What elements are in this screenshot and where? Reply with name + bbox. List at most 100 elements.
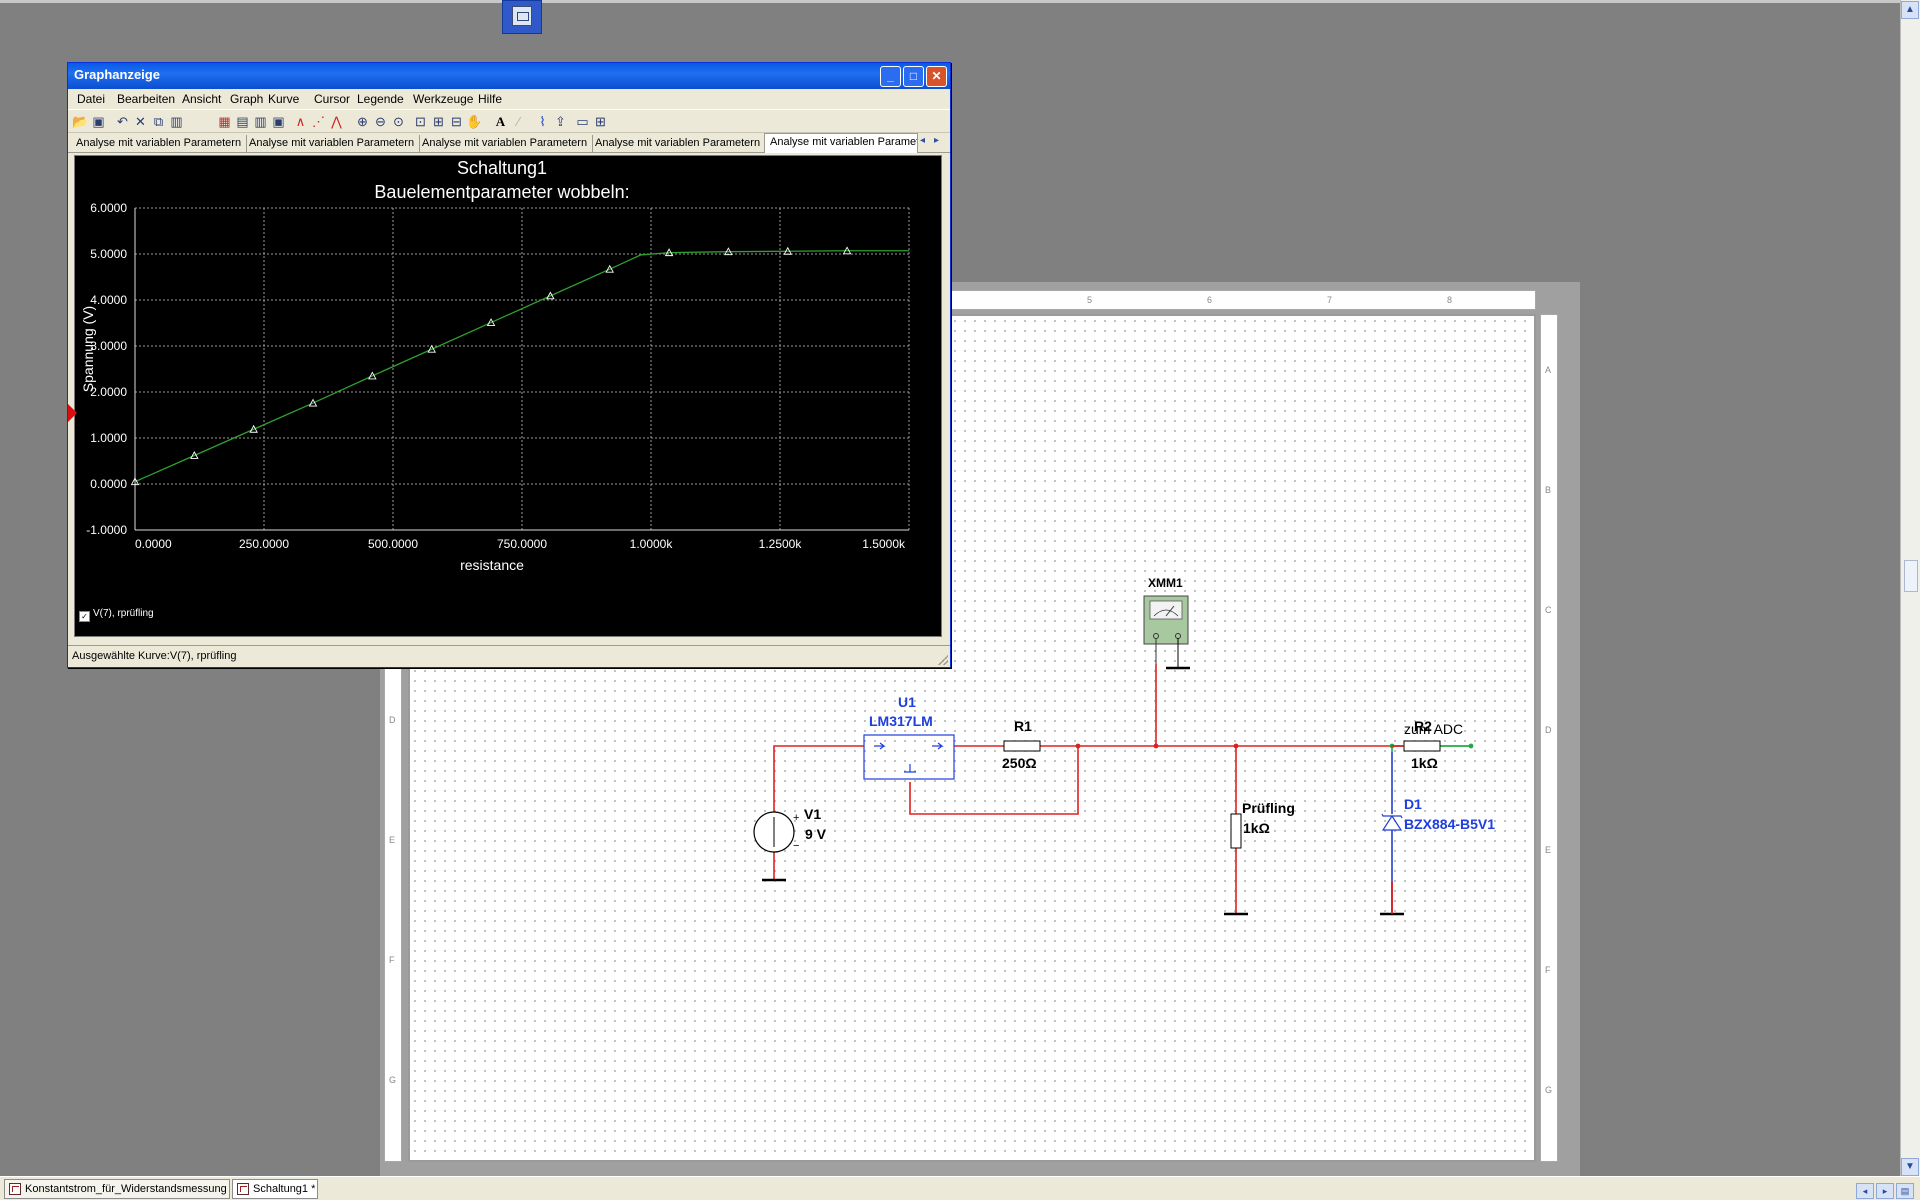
legend-checkbox[interactable]: ✓ [79,611,91,623]
delete-icon[interactable]: ✕ [135,114,146,129]
ruler-label: F [1545,965,1551,975]
maximize-button[interactable]: □ [903,66,924,87]
menu-datei[interactable]: Datei [77,92,106,106]
dut-body [1230,813,1242,849]
scroll-right-icon[interactable]: ▸ [1876,1183,1894,1199]
zoom-reset-icon[interactable]: ⊙ [393,114,404,129]
zoom-out-icon[interactable]: ⊖ [375,114,386,129]
tab-analysis-4[interactable]: Analyse mit variablen Parametern [590,135,767,152]
text-icon[interactable]: A [495,114,506,129]
v1-value: 9 V [805,826,827,842]
menu-cursor[interactable]: Cursor [314,92,351,106]
ruler-right: A B C D E F G [1540,314,1558,1162]
tab-schaltung1[interactable]: Schaltung1 * [232,1179,318,1199]
tab-analysis-5[interactable]: Analyse mit variablen Paramet [764,133,918,153]
v1-plus: + [793,812,800,824]
wire-v1-u1 [773,745,864,812]
tab-scroll-right-icon[interactable]: ▸ [934,135,940,146]
floating-toolbox-button[interactable] [502,0,542,34]
y-tick-label: 2.0000 [90,385,127,399]
menu-hilfe[interactable]: Hilfe [478,92,503,106]
graph-window-titlebar[interactable]: Graphanzeige _ □ ✕ [68,63,950,89]
properties-icon[interactable]: ▭ [576,114,589,129]
chart-subtitle: Bauelementparameter wobbeln: [374,182,629,202]
x-tick-label: 0.0000 [135,537,172,551]
paste-icon[interactable]: ▥ [170,114,183,129]
scroll-down-icon[interactable]: ▼ [1901,1158,1919,1176]
resize-grip[interactable] [938,655,948,665]
schematic-icon [237,1183,249,1195]
data-point-marker [664,248,674,257]
tab-analysis-2[interactable]: Analyse mit variablen Parametern [244,135,421,152]
open-icon[interactable]: 📂 [72,114,89,129]
x-tick-label: 1.5000k [862,537,906,551]
series-line [134,250,909,483]
tab-konstantstrom[interactable]: Konstantstrom_für_Widerstandsmessung [4,1179,230,1199]
zoom-area-icon[interactable]: ⊡ [415,114,426,129]
ruler-label: G [1545,1085,1553,1095]
data-point-marker [190,451,199,459]
select-marker-icon[interactable]: ⋀ [331,114,342,129]
window-icon [512,6,532,26]
r1-body [1003,740,1041,752]
tab-navigation: ◂▸▤ [1854,1181,1914,1199]
pan-icon[interactable]: ✋ [466,114,483,129]
graph-menubar: Datei Bearbeiten Ansicht Graph Kurve Cur… [68,89,950,109]
x-tick-label: 1.2500k [759,537,803,551]
y-axis-label: Spannung (V) [80,306,96,392]
ruler-label: A [1545,365,1552,375]
zoom-in-icon[interactable]: ⊕ [357,114,368,129]
overlay-icon[interactable]: ▣ [272,114,285,129]
cursors-icon[interactable]: ▥ [254,114,267,129]
tab-analysis-3[interactable]: Analyse mit variablen Parametern [417,135,594,152]
disabled-icon[interactable]: ⁄ [517,114,520,129]
menu-graph[interactable]: Graph [230,92,264,106]
menu-bearbeiten[interactable]: Bearbeiten [117,92,176,106]
grid-icon[interactable]: ▦ [218,114,231,129]
ruler-label: B [1545,485,1552,495]
close-button[interactable]: ✕ [926,66,947,87]
v1-ref: V1 [804,806,822,822]
d1-body [1381,813,1403,831]
scroll-left-icon[interactable]: ◂ [1856,1183,1874,1199]
scroll-up-icon[interactable]: ▲ [1901,1,1919,19]
zoom-x-icon[interactable]: ⊞ [433,114,444,129]
tab-label: Schaltung1 * [253,1183,316,1195]
legend-icon[interactable]: ▤ [236,114,249,129]
menu-kurve[interactable]: Kurve [268,92,300,106]
ruler-label: E [389,835,396,845]
v1-minus: − [793,840,800,852]
x-axis-label: resistance [460,557,524,573]
graph-window[interactable]: Graphanzeige _ □ ✕ Datei Bearbeiten Ansi… [67,62,951,668]
zoom-y-icon[interactable]: ⊟ [451,114,462,129]
schematic-icon [9,1183,21,1195]
x-tick-label: 1.0000k [630,537,674,551]
r2-value: 1kΩ [1411,755,1438,771]
save-icon[interactable]: ▣ [92,114,105,129]
copy-icon[interactable]: ⧉ [153,114,164,129]
minimize-button[interactable]: _ [880,66,901,87]
copy-graph-icon[interactable]: ⊞ [595,114,606,129]
line-icon[interactable]: ∧ [295,114,306,129]
undo-icon[interactable]: ↶ [117,114,128,129]
u1-body [863,734,955,780]
trace-icon[interactable]: ⌇ [539,114,546,129]
junctions [1075,743,1239,749]
tab-scroll-left-icon[interactable]: ◂ [920,135,926,146]
scroll-thumb[interactable] [1904,560,1918,592]
red-wires [773,664,1404,914]
y-tick-label: 6.0000 [90,201,127,215]
tab-analysis-1[interactable]: Analyse mit variablen Parametern [71,135,248,152]
tab-list-icon[interactable]: ▤ [1896,1183,1914,1199]
ruler-label: 6 [1207,295,1213,305]
check-icon: ✓ [79,611,90,622]
menu-ansicht[interactable]: Ansicht [182,92,222,106]
ruler-label: D [1545,725,1552,735]
export-icon[interactable]: ⇪ [555,114,566,129]
menu-werkzeuge[interactable]: Werkzeuge [413,92,474,106]
marker-icon[interactable]: ⋰ [312,114,325,129]
menu-legende[interactable]: Legende [357,92,404,106]
cursor-marker-icon [68,404,77,422]
vertical-scrollbar[interactable]: ▲ ▼ [1900,0,1920,1180]
